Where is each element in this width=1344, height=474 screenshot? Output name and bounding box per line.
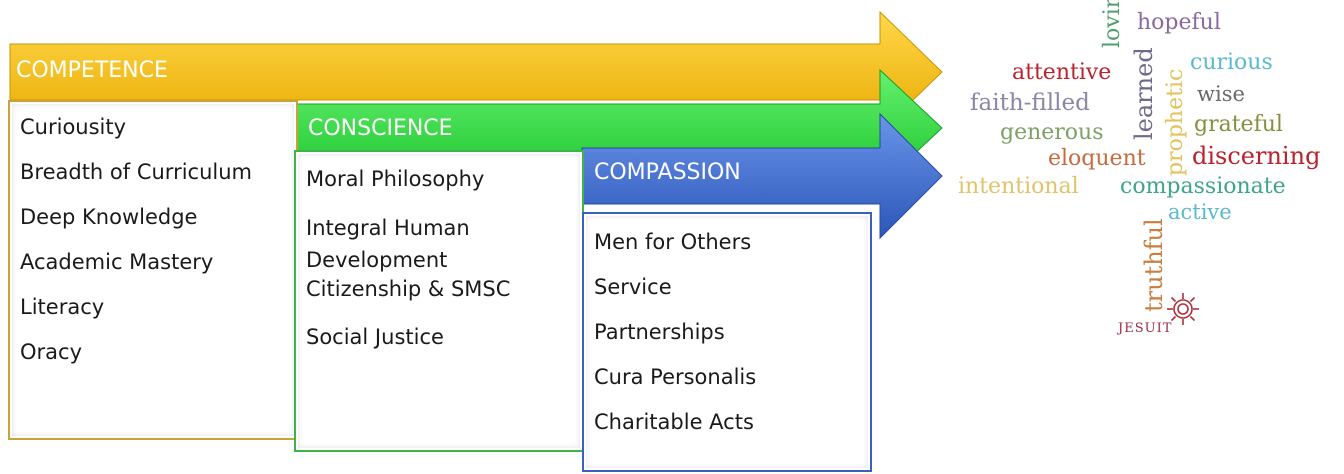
list-item: Literacy <box>20 295 105 319</box>
word-eloquent: eloquent <box>1048 146 1146 171</box>
conscience-title: CONSCIENCE <box>308 116 453 141</box>
word-intentional: intentional <box>958 174 1079 199</box>
list-item: Cura Personalis <box>594 365 757 389</box>
list-item: Integral Human Development <box>306 216 470 272</box>
word-faith-filled: faith-filled <box>970 90 1090 116</box>
list-item: Service <box>594 275 672 299</box>
competence-list: Curiousity Breadth of Curriculum Deep Kn… <box>20 114 252 365</box>
compassion-title: COMPASSION <box>594 160 741 185</box>
list-item: Citizenship & SMSC <box>306 277 511 301</box>
word-generous: generous <box>1000 120 1104 145</box>
compassion-list: Men for Others Service Partnerships Cura… <box>594 229 756 435</box>
word-hopeful: hopeful <box>1137 10 1221 35</box>
word-prophetic: prophetic <box>1163 68 1188 176</box>
list-item: Men for Others <box>594 230 752 254</box>
word-truthful: truthful <box>1140 218 1168 312</box>
word-compassionate: compassionate <box>1120 174 1286 199</box>
list-item: Oracy <box>20 340 83 364</box>
list-item: Partnerships <box>594 320 725 344</box>
competence-title: COMPETENCE <box>16 58 168 83</box>
word-attentive: attentive <box>1012 60 1112 85</box>
list-item: Moral Philosophy <box>306 167 485 191</box>
conscience-box <box>294 150 584 452</box>
jesuit-seal-icon <box>1167 293 1199 325</box>
word-wise: wise <box>1197 82 1245 106</box>
word-grateful: grateful <box>1194 112 1283 137</box>
list-item: Curiousity <box>20 115 127 139</box>
list-item: Breadth of Curriculum <box>20 160 252 184</box>
word-curious: curious <box>1190 50 1273 75</box>
jesuit-logo-text: JESUIT <box>1118 321 1173 336</box>
list-item: Social Justice <box>306 325 444 349</box>
conscience-list: Moral Philosophy Integral Human Developm… <box>306 166 510 350</box>
word-discerning: discerning <box>1192 142 1321 170</box>
compassion-box <box>582 212 872 472</box>
word-learned: learned <box>1130 47 1158 140</box>
list-item: Academic Mastery <box>20 250 214 274</box>
word-active: active <box>1168 200 1232 224</box>
list-item: Charitable Acts <box>594 410 754 434</box>
competence-box <box>8 100 298 440</box>
list-item: Deep Knowledge <box>20 205 198 229</box>
word-loving: loving <box>1100 0 1125 48</box>
